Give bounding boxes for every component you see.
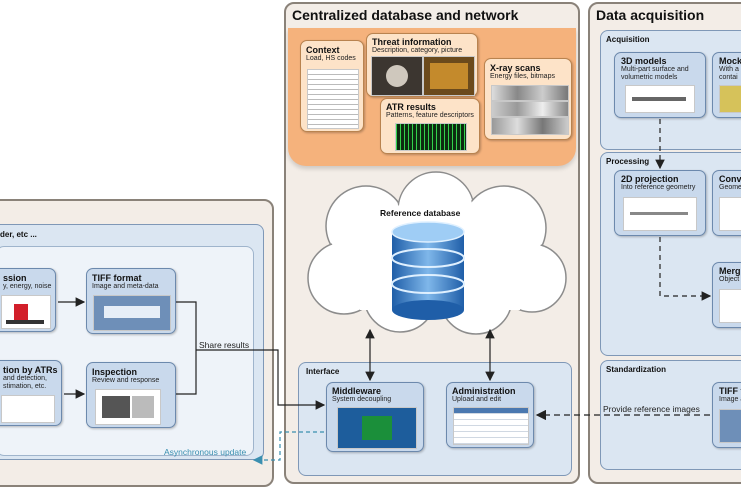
- atr-results-plot: [395, 123, 467, 151]
- administration-screen: [453, 407, 529, 445]
- xray-title: X-ray scans: [490, 63, 541, 73]
- emission-title: ssion: [3, 273, 27, 283]
- atr-results-title: ATR results: [386, 102, 436, 112]
- 3d-models-box[interactable]: 3D models Multi-part surface and volumet…: [614, 52, 706, 118]
- tiff-strip: [104, 306, 160, 318]
- merge-box[interactable]: Merg Object: [712, 262, 741, 328]
- tiff-format-right-box[interactable]: TIFF f Image a: [712, 382, 741, 448]
- middleware-core: [362, 416, 392, 440]
- merge-sub: Object: [719, 276, 740, 283]
- tiff-format-box[interactable]: TIFF format Image and meta-data: [86, 268, 176, 334]
- threat-object: [386, 65, 408, 87]
- reference-database-label: Reference database: [380, 208, 461, 218]
- 2d-projection-box[interactable]: 2D projection Into reference geometry: [614, 170, 706, 236]
- threat-sub: Description, category, picture: [372, 47, 463, 54]
- reference-database-cloud: [307, 171, 567, 335]
- atr-sub-1: and detection,: [3, 375, 47, 382]
- processing-title: Processing: [606, 157, 650, 166]
- context-sub: Load, HS codes: [306, 55, 356, 62]
- middleware-diagram: [337, 407, 417, 449]
- mock-sub-1: With a: [719, 66, 739, 73]
- atr-thumbnail: [1, 395, 55, 423]
- middleware-sub: System decoupling: [332, 396, 392, 403]
- xray-scan-1: [491, 85, 569, 101]
- atr-results-sub: Patterns, feature descriptors: [386, 112, 474, 119]
- right-panel-title: Data acquisition: [596, 7, 705, 23]
- left-section-title: der, etc ...: [0, 230, 37, 239]
- context-box[interactable]: Context Load, HS codes: [300, 40, 364, 132]
- arrow-async-update: [252, 431, 324, 465]
- inspection-box[interactable]: Inspection Review and response: [86, 362, 176, 428]
- tiff-sub: Image and meta-data: [92, 283, 159, 290]
- emission-box[interactable]: ssion y, energy, noise: [0, 268, 56, 332]
- tiff-right-sub: Image a: [719, 396, 741, 403]
- threat-crate: [430, 63, 468, 89]
- tiff-right-thumbnail: [719, 409, 741, 443]
- mock-thumbnail: [719, 85, 741, 113]
- interface-title: Interface: [306, 367, 340, 376]
- convert-thumbnail: [719, 197, 741, 231]
- admin-header-bar: [454, 408, 528, 413]
- merge-thumbnail: [719, 289, 741, 323]
- atr-sub-2: stimation, etc.: [3, 383, 47, 390]
- convert-sub: Geome: [719, 184, 741, 191]
- arrow-2d-to-merge: [659, 237, 712, 301]
- threat-photo-2: [423, 56, 475, 96]
- threat-photo-1: [371, 56, 423, 96]
- scanner-shape: [14, 304, 28, 322]
- 2d-projection-title: 2D projection: [621, 174, 679, 184]
- mock-box[interactable]: Mock With a contai: [712, 52, 741, 118]
- administration-title: Administration: [452, 386, 516, 396]
- database-icon: [391, 221, 465, 320]
- xray-scans-box[interactable]: X-ray scans Energy files, bitmaps: [484, 58, 572, 140]
- convert-box[interactable]: Conve Geome: [712, 170, 741, 236]
- inspection-panel: [132, 396, 154, 418]
- emission-thumbnail: [1, 295, 51, 329]
- 3d-models-sub-1: Multi-part surface and: [621, 66, 689, 73]
- 3d-models-sub-2: volumetric models: [621, 74, 678, 81]
- middleware-title: Middleware: [332, 386, 382, 396]
- 2d-projection-sub: Into reference geometry: [621, 184, 696, 191]
- tiff-thumbnail: [93, 295, 171, 331]
- share-results-label: Share results: [199, 340, 250, 350]
- arrow-share-results: [176, 301, 197, 395]
- atr-title: tion by ATRs: [3, 365, 58, 375]
- emission-sub: y, energy, noise: [3, 283, 52, 290]
- xray-scan-3: [491, 117, 569, 135]
- scanner-base: [6, 320, 44, 324]
- center-panel-title: Centralized database and network: [292, 7, 519, 23]
- convert-title: Conve: [719, 174, 741, 184]
- mock-sub-2: contai: [719, 74, 738, 81]
- xray-scan-2: [491, 101, 569, 117]
- projected-rifle: [630, 212, 688, 215]
- atr-box[interactable]: tion by ATRs and detection, stimation, e…: [0, 360, 62, 426]
- merge-title: Merg: [719, 266, 741, 276]
- 3d-models-title: 3D models: [621, 56, 667, 66]
- inspection-screen: [102, 396, 130, 418]
- context-title: Context: [306, 45, 340, 55]
- acquisition-title: Acquisition: [606, 35, 650, 44]
- inspection-sub: Review and response: [92, 377, 160, 384]
- threat-information-box[interactable]: Threat information Description, category…: [366, 33, 478, 97]
- mock-title: Mock: [719, 56, 741, 66]
- xray-sub: Energy files, bitmaps: [490, 73, 555, 80]
- middleware-box[interactable]: Middleware System decoupling: [326, 382, 424, 452]
- context-document-thumbnail: [307, 69, 359, 129]
- 3d-models-thumbnail: [625, 85, 695, 113]
- 2d-projection-thumbnail: [623, 197, 697, 231]
- tiff-title: TIFF format: [92, 273, 142, 283]
- inspection-thumbnail: [95, 389, 161, 425]
- provide-reference-label: Provide reference images: [603, 404, 700, 414]
- atr-results-box[interactable]: ATR results Patterns, feature descriptor…: [380, 98, 480, 154]
- async-update-label: Asynchronous update: [164, 447, 247, 457]
- administration-sub: Upload and edit: [452, 396, 502, 403]
- rifle-shape: [632, 97, 686, 101]
- arrow-share-to-middleware: [196, 349, 326, 410]
- inspection-title: Inspection: [92, 367, 138, 377]
- standardization-title: Standardization: [606, 365, 667, 374]
- administration-box[interactable]: Administration Upload and edit: [446, 382, 534, 448]
- threat-title: Threat information: [372, 37, 452, 47]
- tiff-right-title: TIFF f: [719, 386, 741, 396]
